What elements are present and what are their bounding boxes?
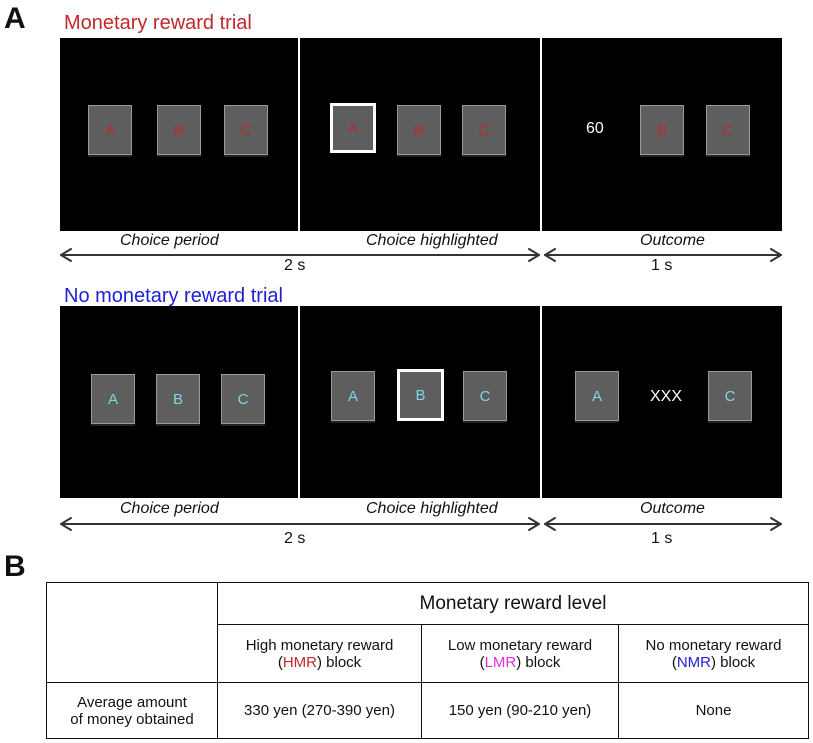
trial2-outcome-arrow-right-head	[770, 517, 782, 531]
trial2-choice-highlighted-label: Choice highlighted	[366, 500, 498, 517]
trial2-outcome-arrow-left-head	[544, 517, 556, 531]
trial1-choice-duration: 2 s	[284, 257, 306, 274]
trial1-screen3-card-b: B	[640, 105, 684, 155]
trial2-screen1-card-a: A	[91, 374, 135, 424]
value-lmr: 150 yen (90-210 yen)	[421, 682, 619, 739]
trial2-choice-period-label: Choice period	[120, 500, 219, 517]
panel-a-letter: A	[4, 2, 26, 35]
trial1-screen2-card-b: B	[397, 105, 441, 155]
no-monetary-reward-trial-title: No monetary reward trial	[64, 285, 283, 307]
column-hmr-block: High monetary reward (HMR) block	[217, 624, 422, 683]
trial2-choice-highlighted-screen: A B C	[300, 306, 540, 498]
trial2-outcome-label: Outcome	[640, 500, 705, 517]
column-lmr-open: (	[479, 653, 485, 671]
trial2-outcome-screen: A XXX C	[542, 306, 782, 498]
trial2-choice-arrow-right-head	[528, 517, 540, 531]
table-header: Monetary reward level	[217, 582, 809, 625]
value-hmr: 330 yen (270-390 yen)	[217, 682, 422, 739]
trial1-outcome-arrow-left-head	[544, 248, 556, 262]
column-hmr-line1: High monetary reward	[245, 636, 394, 654]
lmr-abbreviation: LMR	[484, 653, 517, 671]
trial1-outcome-label: Outcome	[640, 232, 705, 249]
column-hmr-line2: (HMR) block	[218, 654, 421, 671]
trial2-screen2-card-a: A	[331, 371, 375, 421]
trial1-choice-period-label: Choice period	[120, 232, 219, 249]
column-lmr-line2: (LMR) block	[422, 654, 618, 671]
row-label-average-amount: Average amount of money obtained	[46, 682, 218, 739]
trial2-screen2-card-c: C	[463, 371, 507, 421]
trial2-choice-arrow-left-head	[60, 517, 72, 531]
trial1-choice-highlighted-label: Choice highlighted	[366, 232, 498, 249]
trial2-screen2-card-b-highlighted: B	[397, 369, 444, 421]
row-label-line1: Average amount	[77, 693, 187, 711]
trial1-screen1-card-c: C	[224, 105, 268, 155]
panel-b-letter: B	[4, 550, 26, 583]
trial2-screen3-card-c: C	[708, 371, 752, 421]
value-nmr: None	[618, 682, 809, 739]
trial1-outcome-duration: 1 s	[651, 257, 673, 274]
trial2-screen1-card-c: C	[221, 374, 265, 424]
monetary-reward-trial-title: Monetary reward trial	[64, 12, 252, 34]
trial1-outcome-amount: 60	[586, 120, 604, 137]
nmr-abbreviation: NMR	[676, 653, 711, 671]
trial1-outcome-screen: 60 B C	[542, 38, 782, 231]
column-hmr-open: (	[277, 653, 283, 671]
trial2-screen3-card-a: A	[575, 371, 619, 421]
trial2-screen1-card-b: B	[156, 374, 200, 424]
column-lmr-block: Low monetary reward (LMR) block	[421, 624, 619, 683]
trial2-outcome-duration: 1 s	[651, 530, 673, 547]
table-columns-row: High monetary reward (HMR) block Low mon…	[47, 624, 809, 683]
table-row: Average amount of money obtained 330 yen…	[46, 682, 809, 739]
trial2-choice-duration: 2 s	[284, 530, 306, 547]
trial1-screen1-card-b: B	[157, 105, 201, 155]
column-lmr-close: ) block	[516, 653, 561, 671]
trial1-screen3-card-c: C	[706, 105, 750, 155]
column-nmr-close: ) block	[710, 653, 756, 671]
table-header-row: Monetary reward level	[46, 582, 809, 683]
trial1-screen2-card-c: C	[462, 105, 506, 155]
trial2-choice-period-screen: A B C	[60, 306, 298, 498]
trial1-screen2-card-a-highlighted: A	[330, 103, 376, 153]
trial1-choice-period-screen: A B C	[60, 38, 298, 231]
trial1-choice-highlighted-screen: A B C	[300, 38, 540, 231]
column-nmr-block: No monetary reward (NMR) block	[618, 624, 809, 683]
column-nmr-open: (	[671, 653, 677, 671]
column-hmr-close: ) block	[316, 653, 362, 671]
monetary-reward-level-table: Monetary reward level High monetary rewa…	[46, 582, 809, 739]
hmr-abbreviation: HMR	[282, 653, 317, 671]
table-empty-corner	[46, 582, 218, 683]
trial1-screen1-card-a: A	[88, 105, 132, 155]
column-lmr-line1: Low monetary reward	[447, 636, 593, 654]
column-nmr-line1: No monetary reward	[645, 636, 782, 654]
trial1-outcome-arrow-right-head	[770, 248, 782, 262]
trial1-choice-arrow-right-head	[528, 248, 540, 262]
trial2-outcome-no-reward-text: XXX	[650, 388, 683, 405]
row-label-line2: of money obtained	[70, 710, 194, 728]
column-nmr-line2: (NMR) block	[619, 654, 808, 671]
trial1-choice-arrow-left-head	[60, 248, 72, 262]
